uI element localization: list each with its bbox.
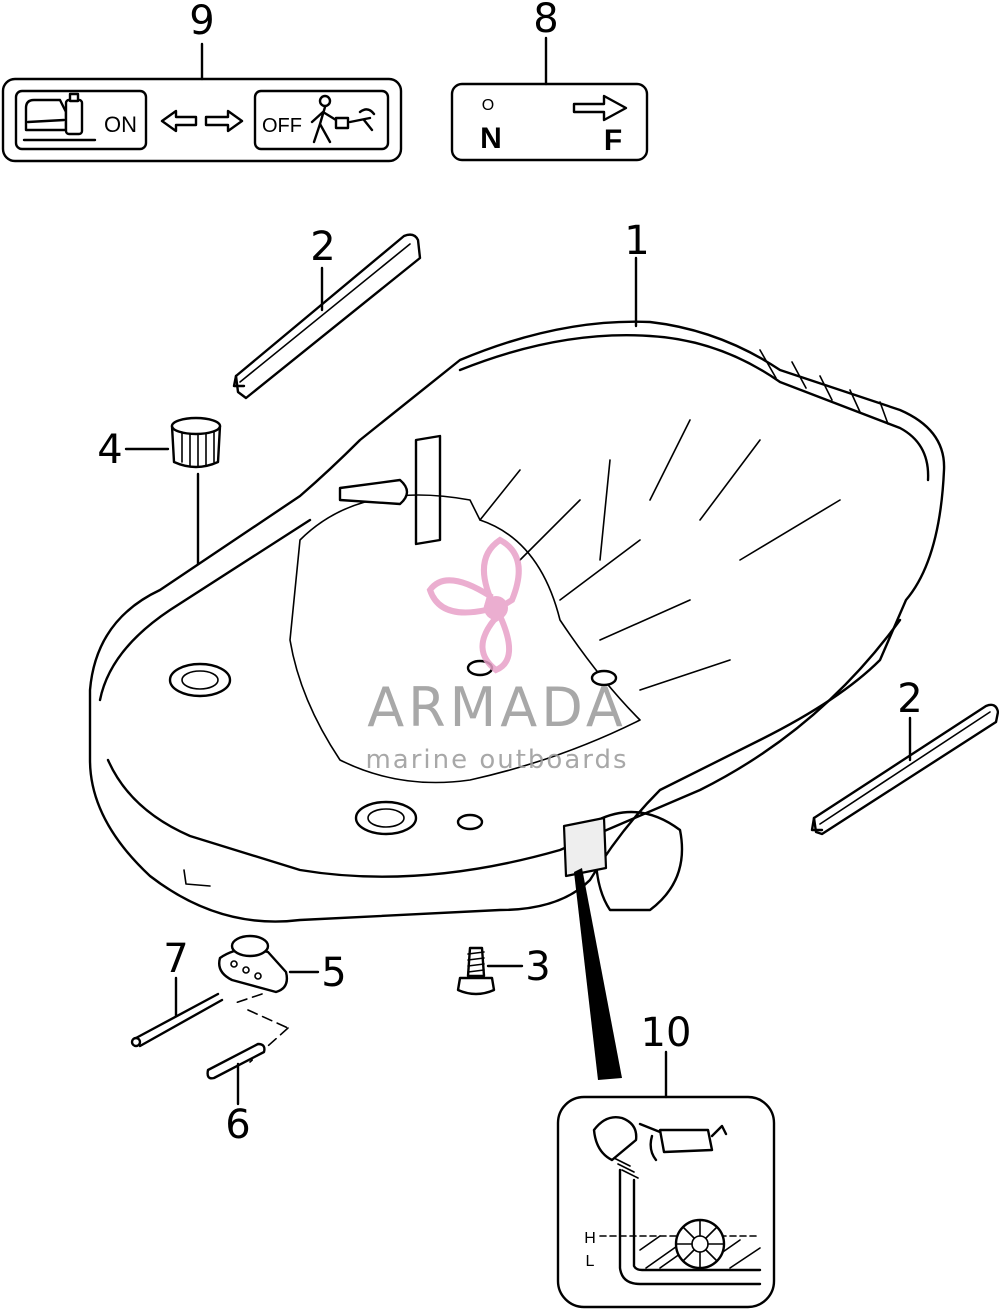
oil-filler-cap-icon	[592, 1116, 639, 1179]
callout-2-right: 2	[897, 676, 922, 722]
forward-arrow-icon	[572, 94, 628, 122]
callout-4: 4	[97, 427, 122, 473]
fuel-tank-icon	[22, 92, 97, 142]
callout-3: 3	[525, 944, 550, 990]
callout-8: 8	[533, 0, 558, 42]
decal-9-on-off-label: ON OFF	[1, 77, 403, 163]
grommet-cap	[170, 416, 222, 469]
pin	[206, 1042, 266, 1080]
oil-can-icon	[638, 1122, 728, 1162]
decal-9-off-text: OFF	[262, 115, 302, 137]
decal-9-on-text: ON	[104, 112, 137, 137]
decal-10-pointer	[574, 868, 622, 1080]
callout-10: 10	[641, 1010, 692, 1056]
callout-6: 6	[225, 1102, 250, 1148]
callout-7: 7	[163, 936, 188, 982]
person-walking-away-icon	[310, 94, 376, 144]
double-arrow-icon	[160, 109, 244, 133]
seal-strip-upper	[232, 233, 422, 400]
crankcase-gear-icon	[674, 1218, 726, 1270]
lower-engine-cover	[88, 320, 946, 923]
decal-8-o-text: O	[482, 97, 494, 114]
decal-10-h-text: H	[584, 1230, 596, 1247]
decal-8-n-text: N	[480, 122, 502, 155]
watermark-tagline: marine outboards	[365, 745, 628, 775]
seal-strip-right	[810, 703, 999, 836]
callout-9: 9	[189, 0, 214, 44]
bolt	[456, 946, 496, 996]
decal-8-f-text: F	[604, 124, 622, 157]
propeller-logo-icon	[426, 536, 522, 674]
callout-1: 1	[624, 218, 649, 264]
decal-10-oil-level-label: H L	[556, 1095, 776, 1309]
decal-8-neutral-forward-label: O N F	[450, 82, 649, 162]
armada-watermark: ARMADA marine outboards	[365, 536, 628, 775]
callout-2-upper: 2	[310, 224, 335, 270]
watermark-brand: ARMADA	[367, 676, 627, 739]
decal-10-l-text: L	[586, 1253, 595, 1270]
lever-clamp	[218, 934, 289, 994]
callout-5: 5	[321, 950, 346, 996]
